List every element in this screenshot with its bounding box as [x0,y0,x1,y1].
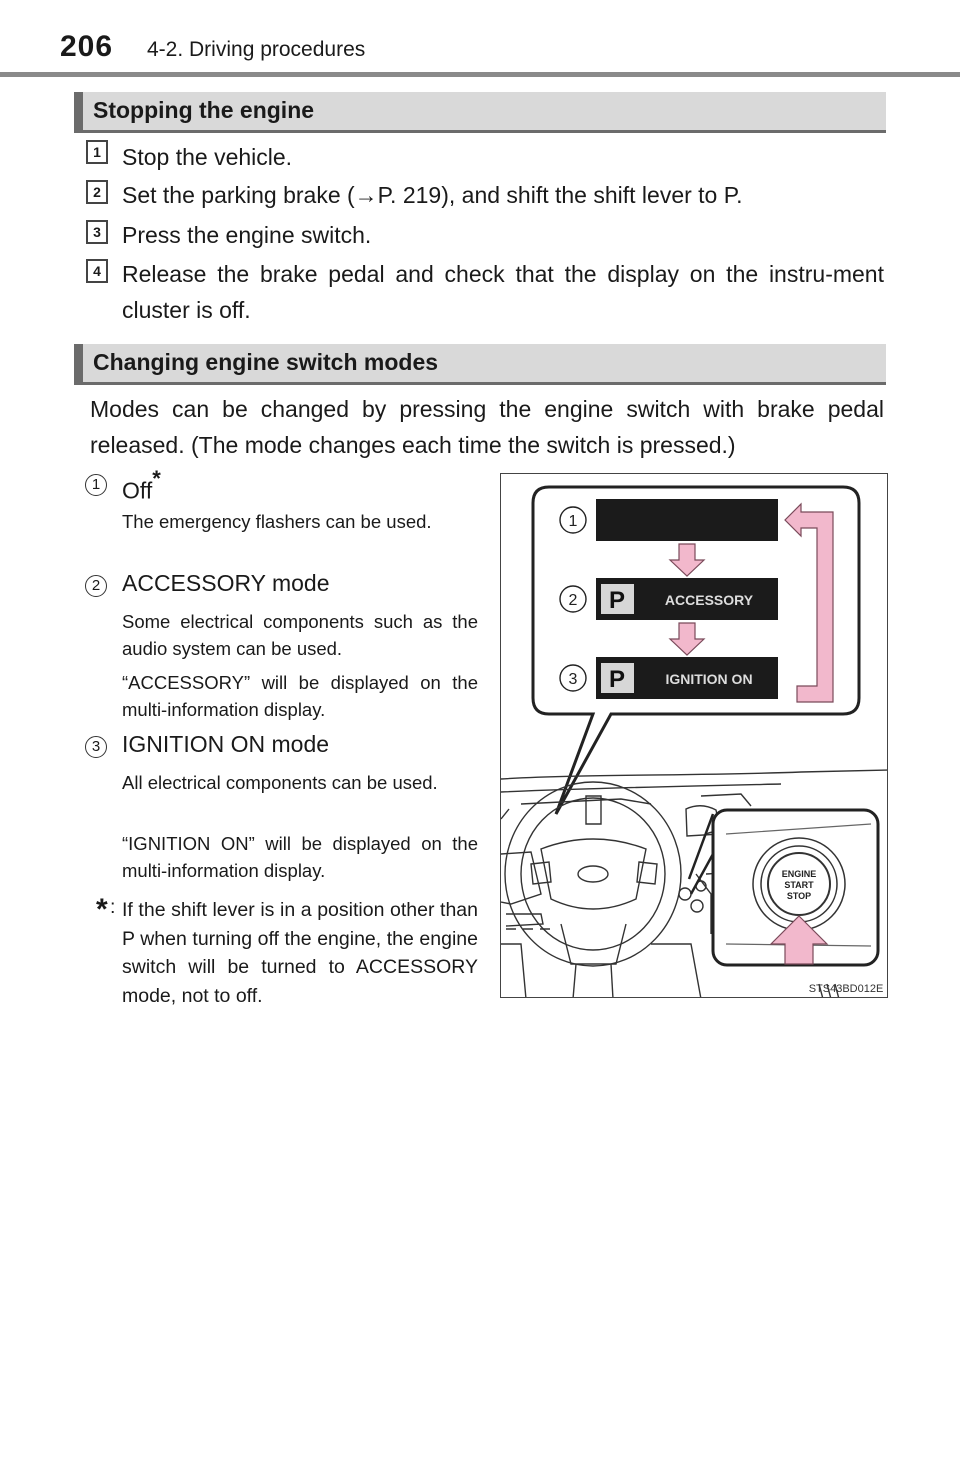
engine-start-stop-button [767,852,831,916]
pointer-line [689,853,715,895]
footnote-text: If the shift lever is in a position othe… [122,899,478,1007]
display-ignition-label: IGNITION ON [665,671,752,687]
mode-number-circle: 1 [85,474,107,496]
down-arrow-icon [668,622,706,656]
step-text: Press the engine switch. [122,222,372,248]
press-arrow-icon [769,915,829,965]
display-off [596,499,778,541]
callout-circle [559,585,587,613]
chapter-title: 4-2. Driving procedures [147,38,366,61]
mode-title-accessory: ACCESSORY mode [122,570,330,596]
intro-paragraph: Modes can be changed by pressing the eng… [90,396,884,458]
step-number-box: 3 [86,220,108,244]
dashboard-illustration [501,769,887,997]
display-p-box [601,663,634,693]
pointer-line [687,813,715,880]
step-number-box: 1 [86,140,108,164]
return-arrow-icon [784,502,834,703]
section-heading-stopping: Stopping the engine [74,92,886,133]
step-text: Set the parking brake (→P. 219), and shi… [122,182,743,208]
mode-number-circle: 2 [85,575,107,597]
step-number-box: 4 [86,259,108,283]
button-label-line1: ENGINE [782,869,817,879]
mode-title-ignition: IGNITION ON mode [122,731,330,757]
mode-description: All electrical components can be used. [122,772,438,793]
mode-number-circle: 3 [85,736,107,758]
step-number-box: 2 [86,180,108,204]
button-label-line3: STOP [787,891,811,901]
mode-description: Some electrical components such as the a… [122,611,478,659]
section-title: Stopping the engine [93,97,315,123]
footnote-mark: * [152,466,161,491]
mode-description: “ACCESSORY” will be displayed on the mul… [122,672,478,720]
display-p-box [601,584,634,614]
step-text: Release the brake pedal and check that t… [122,261,884,323]
callout-circle [559,506,587,534]
button-label-line2: START [784,880,814,890]
mode-title-off: Off* [122,466,161,504]
display-accessory-label: ACCESSORY [665,592,754,608]
page-number: 206 [60,30,114,63]
callout-circle [559,664,587,692]
footnote-star: * [96,893,108,926]
engine-switch-figure: P ACCESSORY P IGNITION ON 1 2 3 [500,473,888,998]
step-text: Stop the vehicle. [122,144,293,170]
figure-code: STS43BD012E [809,983,884,995]
header-rule [0,72,960,77]
callout-label: 1 [569,513,578,530]
mode-description: The emergency flashers can be used. [122,511,432,532]
display-p-label: P [609,666,625,693]
footnote-colon: : [110,896,116,918]
callout-bubble [531,485,861,815]
figure-illustration: P ACCESSORY P IGNITION ON 1 2 3 [501,485,887,997]
callout-label: 3 [569,671,578,688]
mode-description: “IGNITION ON” will be displayed on the m… [122,833,478,881]
display-p-label: P [609,587,625,614]
section-heading-modes: Changing engine switch modes [74,344,886,385]
callout-label: 2 [569,592,578,609]
down-arrow-icon [668,543,706,577]
section-title: Changing engine switch modes [93,349,439,375]
